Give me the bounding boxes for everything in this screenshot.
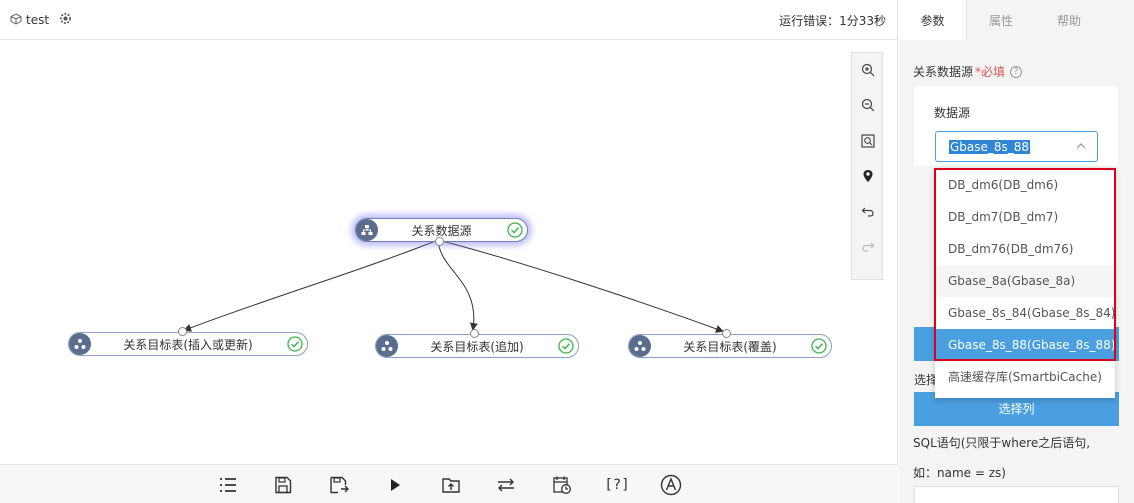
- sql-example: 如：name = zs): [913, 466, 1006, 480]
- node-label: 关系目标表(覆盖): [683, 339, 777, 354]
- node-relational-source[interactable]: 关系数据源: [355, 218, 528, 246]
- locate-icon[interactable]: [858, 166, 878, 186]
- dropdown-option[interactable]: Gbase_8s_84(Gbase_8s_84): [948, 306, 1116, 320]
- tab-help[interactable]: 帮助: [1056, 14, 1081, 28]
- zoom-out-icon[interactable]: [858, 95, 878, 115]
- node-target-overwrite[interactable]: 关系目标表(覆盖): [628, 329, 832, 358]
- output-port[interactable]: [435, 237, 444, 246]
- datasource-dropdown-list: DB_dm6(DB_dm6) DB_dm7(DB_dm7) DB_dm76(DB…: [935, 168, 1115, 398]
- edge-to-overwrite[interactable]: [437, 239, 724, 333]
- select-label: 选择: [914, 373, 939, 387]
- check-circle-icon: [507, 222, 523, 238]
- run-icon[interactable]: [384, 474, 406, 496]
- node-label: 关系数据源: [411, 223, 472, 238]
- swap-icon[interactable]: [495, 474, 517, 496]
- field-title: 关系数据源 *必填 ?: [913, 63, 1023, 80]
- schedule-icon[interactable]: [551, 474, 573, 496]
- dropdown-option-selected[interactable]: Gbase_8s_88(Gbase_8s_88): [935, 329, 1115, 361]
- fit-view-icon[interactable]: [858, 131, 878, 151]
- datasource-select-value: Gbase_8s_88: [949, 140, 1031, 154]
- node-type-icon: [69, 333, 91, 355]
- zoom-in-icon[interactable]: [858, 60, 878, 80]
- datasource-card: 数据源 Gbase_8s_88: [914, 86, 1118, 166]
- check-circle-icon: [287, 336, 303, 352]
- check-circle-icon: [811, 338, 827, 354]
- datasource-select[interactable]: Gbase_8s_88: [935, 131, 1098, 162]
- field-title-text: 关系数据源: [913, 65, 974, 79]
- sql-label: SQL语句(只限于where之后语句,: [913, 436, 1091, 450]
- help-icon[interactable]: [?]: [604, 477, 630, 493]
- edge-to-upsert[interactable]: [183, 239, 439, 332]
- workflow-canvas-area: test 运行错误：1分33秒 关系数据源: [0, 0, 898, 503]
- redo-icon[interactable]: [858, 237, 878, 257]
- dropdown-option[interactable]: 高速缓存库(SmartbiCache): [948, 370, 1102, 384]
- tab-params[interactable]: 参数: [899, 0, 967, 40]
- zoom-toolbar: [851, 52, 883, 280]
- panel-tabs: » 参数 属性 帮助: [899, 0, 1134, 40]
- node-type-icon: [356, 219, 378, 241]
- save-as-icon[interactable]: [328, 474, 350, 496]
- at-circle-icon[interactable]: [660, 474, 682, 496]
- node-label: 关系目标表(插入或更新): [123, 337, 253, 352]
- project-label: test: [10, 12, 72, 28]
- dropdown-option[interactable]: DB_dm76(DB_dm76): [948, 242, 1074, 256]
- bottom-toolbar: [?]: [0, 464, 898, 503]
- list-icon[interactable]: [217, 474, 239, 496]
- cube-icon: [10, 12, 22, 28]
- input-port[interactable]: [178, 327, 187, 336]
- dropdown-option[interactable]: Gbase_8a(Gbase_8a): [935, 265, 1115, 297]
- chevron-up-icon: [1075, 140, 1087, 155]
- save-icon[interactable]: [272, 474, 294, 496]
- settings-gear-icon[interactable]: [59, 12, 72, 28]
- help-circle-icon[interactable]: ?: [1010, 65, 1023, 78]
- node-type-icon: [629, 335, 651, 357]
- run-error-status: 运行错误：1分33秒: [779, 14, 886, 28]
- edge-to-append[interactable]: [437, 239, 478, 331]
- edge-layer: [183, 239, 724, 333]
- dropdown-option[interactable]: DB_dm6(DB_dm6): [948, 178, 1059, 192]
- check-circle-icon: [558, 338, 574, 354]
- datasource-label: 数据源: [934, 106, 971, 120]
- tab-properties[interactable]: 属性: [988, 14, 1013, 28]
- undo-icon[interactable]: [858, 202, 878, 222]
- export-icon[interactable]: [440, 474, 462, 496]
- required-mark: *必填: [975, 65, 1006, 79]
- workflow-canvas[interactable]: 关系数据源 关系目标表(插入或更新) 关系目标表(追加): [0, 41, 898, 464]
- canvas-top-bar: test 运行错误：1分33秒: [0, 0, 898, 40]
- sql-input[interactable]: [914, 486, 1119, 503]
- input-port[interactable]: [722, 329, 731, 338]
- node-type-icon: [376, 335, 398, 357]
- input-port[interactable]: [470, 329, 479, 338]
- node-target-upsert[interactable]: 关系目标表(插入或更新): [68, 327, 308, 356]
- dropdown-option[interactable]: DB_dm7(DB_dm7): [948, 210, 1059, 224]
- node-target-append[interactable]: 关系目标表(追加): [375, 329, 579, 358]
- node-label: 关系目标表(追加): [430, 339, 524, 354]
- project-name: test: [26, 13, 50, 27]
